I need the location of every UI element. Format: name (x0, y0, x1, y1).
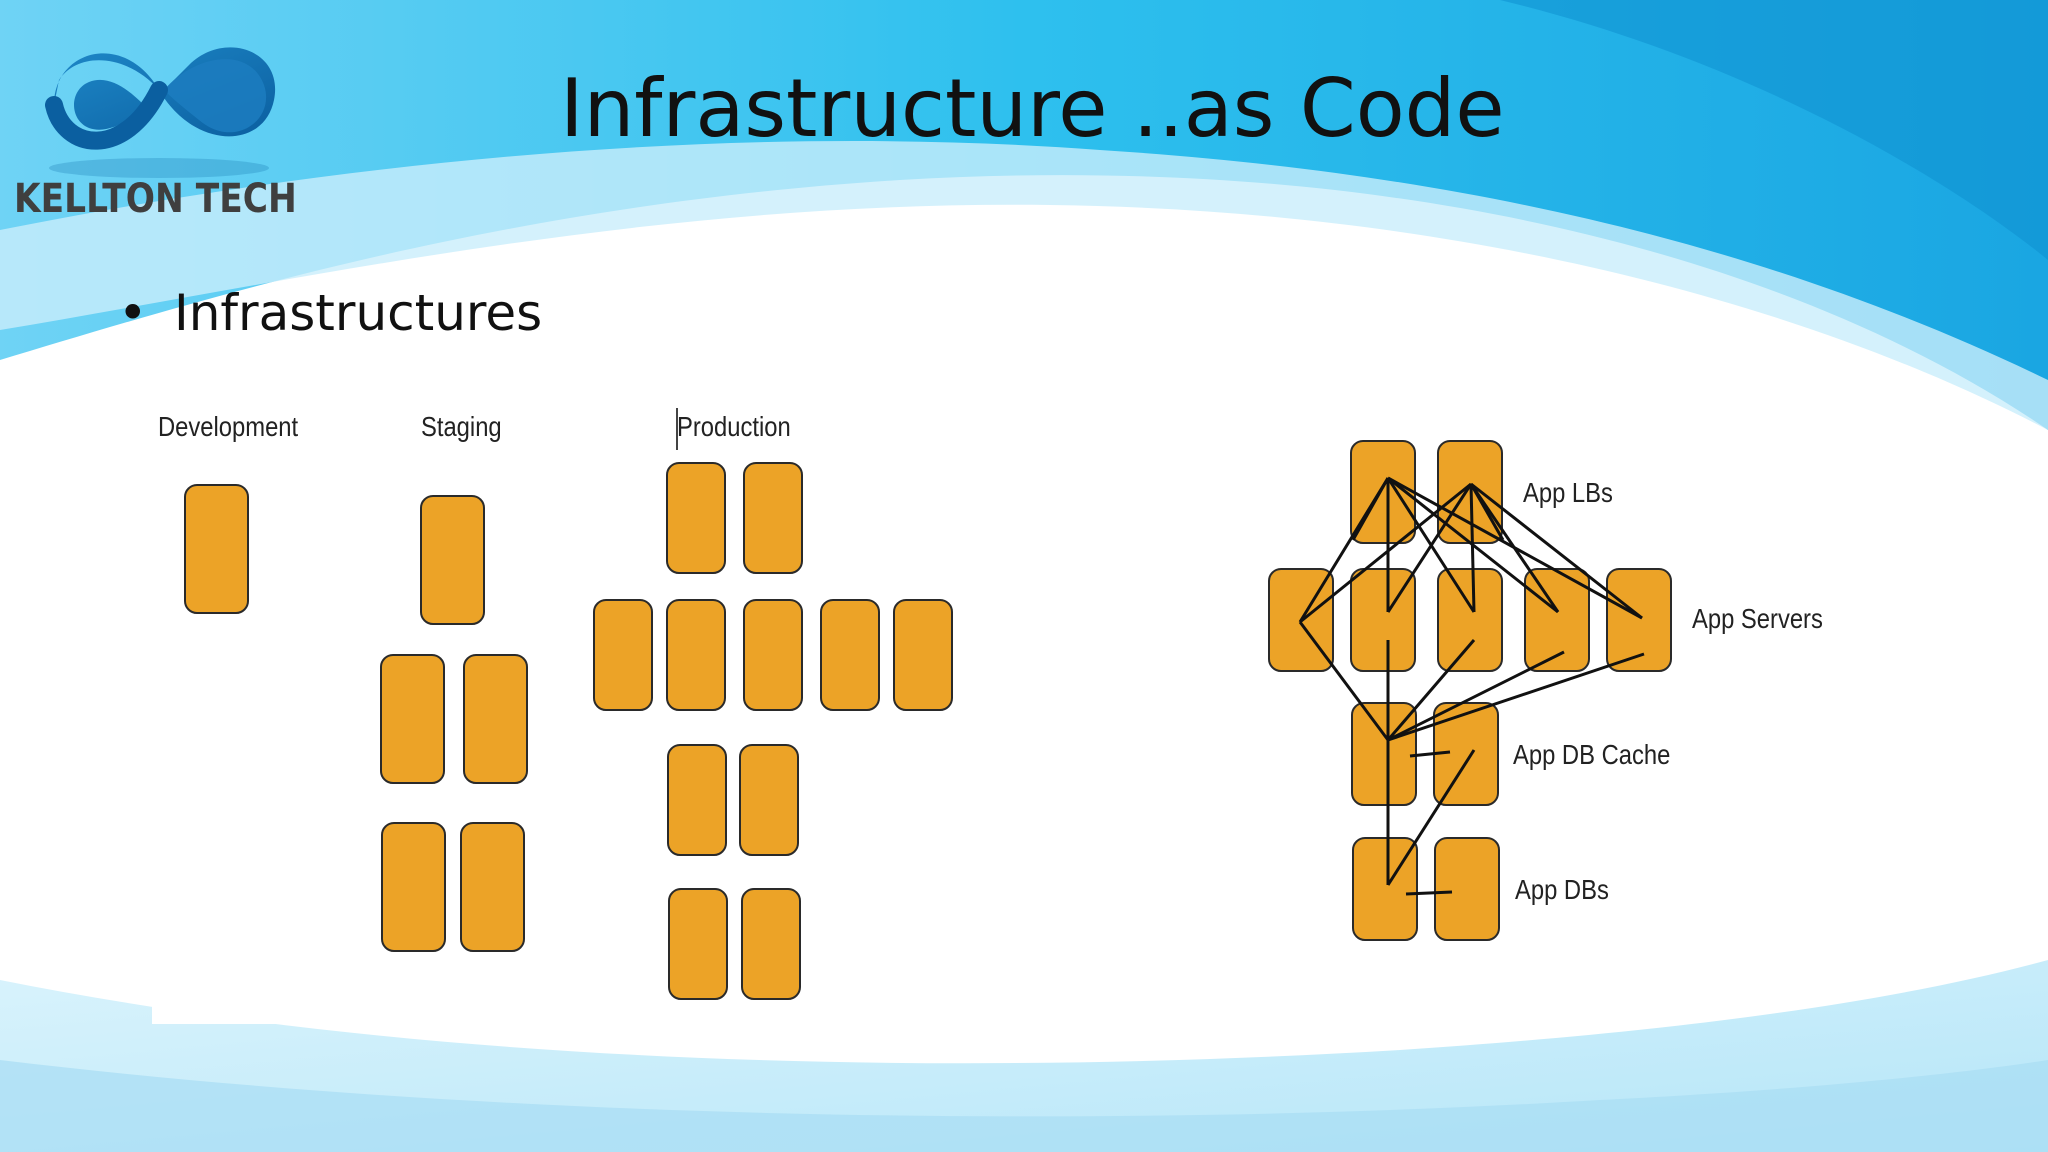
tier-label-app-lbs: App LBs (1523, 476, 1613, 508)
prod-lb-box (743, 462, 803, 574)
connector-line (1351, 477, 1390, 541)
prod-app-box (743, 599, 803, 711)
architecture-group: App LBs App Servers App DB Cache App DBs (1268, 440, 1823, 941)
architecture-panel (1248, 408, 1840, 994)
connector-line (1386, 749, 1476, 886)
dev-server-box (184, 484, 249, 614)
bullet-item: • Infrastructures (118, 284, 542, 342)
connector-line (1469, 483, 1476, 613)
prod-lb-box (666, 462, 726, 574)
connector-line (1387, 650, 1565, 742)
connector-line (1386, 639, 1476, 741)
app-server-box (1606, 568, 1672, 672)
connector-line (1469, 483, 1505, 541)
server-cache-links (1298, 621, 1645, 896)
connector-line (1470, 482, 1643, 620)
connector-line (1469, 483, 1560, 613)
prod-app-box (820, 599, 880, 711)
env-label-staging: Staging (421, 410, 502, 442)
tier-label-app-db-cache: App DB Cache (1513, 738, 1670, 770)
prod-cache-box (739, 744, 799, 856)
kellton-logo-icon (45, 47, 276, 178)
development-group (184, 484, 249, 614)
staging-db-box (460, 822, 525, 952)
prod-app-box (666, 599, 726, 711)
connector-line (1387, 652, 1645, 742)
connector-line (1298, 621, 1390, 741)
prod-db-box (741, 888, 801, 1000)
staging-lb-box (420, 495, 485, 625)
env-label-production: Production (677, 410, 791, 442)
staging-app-box (463, 654, 528, 784)
prod-app-box (593, 599, 653, 711)
app-db-box (1434, 837, 1500, 941)
prod-db-box (668, 888, 728, 1000)
app-server-box (1524, 568, 1590, 672)
app-server-box (1437, 568, 1503, 672)
connector-line (1409, 750, 1451, 758)
slide-title: Infrastructure ..as Code (560, 62, 1505, 155)
title-container: Infrastructure ..as Code (560, 62, 1505, 155)
bullet-dot: • (118, 284, 148, 342)
staging-db-box (381, 822, 446, 952)
bullet-text: Infrastructures (174, 284, 543, 342)
brand-name: KELLTON TECH (14, 176, 297, 222)
prod-app-box (893, 599, 953, 711)
connector-line (1405, 890, 1453, 896)
prod-cache-box (667, 744, 727, 856)
staging-group (380, 495, 528, 952)
tier-label-app-dbs: App DBs (1515, 873, 1609, 905)
production-group (593, 462, 953, 1000)
lb-server-links (1298, 476, 1643, 624)
connector-line (1386, 483, 1473, 613)
staging-app-box (380, 654, 445, 784)
connector-line (1299, 482, 1472, 624)
env-label-development: Development (158, 410, 299, 442)
tier-label-app-servers: App Servers (1692, 602, 1823, 634)
